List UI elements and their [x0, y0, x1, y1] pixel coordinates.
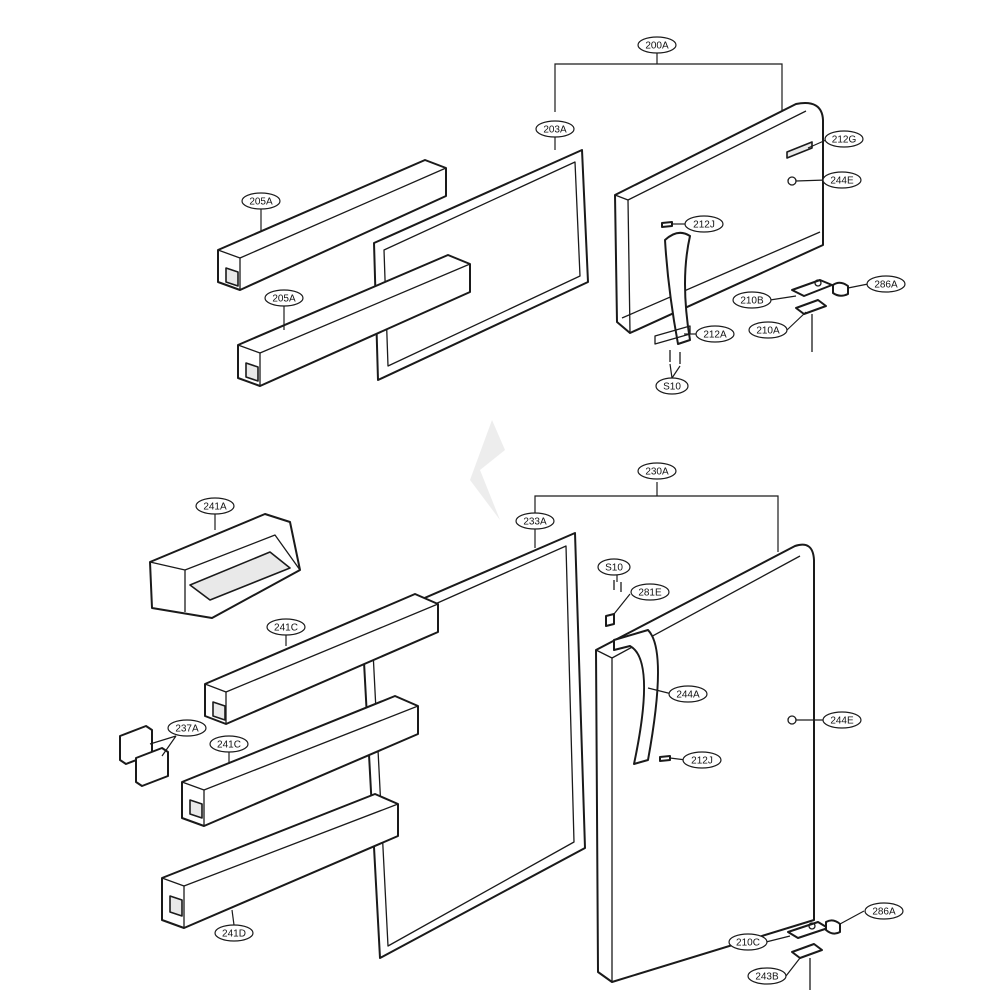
shelf-bin-b [181, 695, 419, 827]
callout-212A: 212A [695, 325, 735, 343]
label-241C-top: 241C [274, 623, 298, 634]
label-241C-bottom: 241C [217, 740, 241, 751]
label-212G: 212G [832, 135, 857, 146]
label-200A: 200A [645, 41, 669, 52]
shelf-bin-large [161, 793, 399, 929]
label-286A-bottom: 286A [872, 907, 896, 918]
label-S10-bottom: S10 [605, 563, 623, 574]
label-212J-bottom: 212J [691, 756, 713, 767]
callout-237A: 237A [167, 719, 207, 737]
label-286A-top: 286A [874, 280, 898, 291]
lower-handle [613, 629, 659, 765]
callout-210B: 210B [732, 291, 772, 309]
callout-210A: 210A [748, 321, 788, 339]
label-210B: 210B [740, 296, 764, 307]
callout-S10-bottom: S10 [597, 558, 631, 576]
callout-210C: 210C [728, 933, 768, 951]
label-244E-bottom: 244E [830, 716, 854, 727]
callout-286A-top: 286A [866, 275, 906, 293]
upper-door-bracket [554, 52, 783, 112]
lower-hinge [787, 919, 841, 990]
lower-gasket [361, 532, 586, 959]
callout-241C-bottom: 241C [209, 735, 249, 753]
upper-bin-b [237, 254, 471, 387]
label-205A-top: 205A [249, 197, 273, 208]
shelf-bin-a [204, 593, 439, 725]
lower-door-bracket [534, 482, 779, 552]
callout-S10-top: S10 [655, 377, 689, 395]
label-233A: 233A [523, 517, 547, 528]
dairy-bin [149, 513, 301, 619]
callout-243B: 243B [747, 967, 787, 985]
upper-hinge [791, 279, 849, 352]
callout-244A: 244A [668, 685, 708, 703]
label-203A: 203A [543, 125, 567, 136]
label-281E: 281E [638, 588, 662, 599]
label-241A: 241A [203, 502, 227, 513]
label-205A-bottom: 205A [272, 294, 296, 305]
callout-241D: 241D [214, 924, 254, 942]
callout-212G: 212G [824, 130, 864, 148]
upper-door-panel [614, 102, 824, 334]
callout-212J-bottom: 212J [682, 751, 722, 769]
callout-205A-top: 205A [241, 192, 281, 210]
callout-241C-top: 241C [266, 618, 306, 636]
callout-233A: 233A [515, 512, 555, 530]
label-241D: 241D [222, 929, 246, 940]
callout-241A: 241A [195, 497, 235, 515]
label-244E-top: 244E [830, 176, 854, 187]
label-212J-top: 212J [693, 220, 715, 231]
callout-205A-bottom: 205A [264, 289, 304, 307]
label-244A: 244A [676, 690, 700, 701]
callout-244E-top: 244E [822, 171, 862, 189]
callout-244E-bottom: 244E [822, 711, 862, 729]
label-210C: 210C [736, 938, 760, 949]
bin-stoppers [119, 725, 169, 787]
callout-212J-top: 212J [684, 215, 724, 233]
label-243B: 243B [755, 972, 779, 983]
label-230A: 230A [645, 467, 669, 478]
label-237A: 237A [175, 724, 199, 735]
lower-leaders [149, 514, 865, 977]
watermark-logo [470, 420, 505, 520]
label-210A: 210A [756, 326, 780, 337]
label-212A: 212A [703, 330, 727, 341]
callout-230A: 230A [637, 462, 677, 480]
callout-281E: 281E [630, 583, 670, 601]
label-S10-top: S10 [663, 382, 681, 393]
callout-203A: 203A [535, 120, 575, 138]
callout-286A-bottom: 286A [864, 902, 904, 920]
upper-bin-a [217, 159, 447, 291]
lower-screws [605, 580, 622, 627]
callout-200A: 200A [637, 36, 677, 54]
